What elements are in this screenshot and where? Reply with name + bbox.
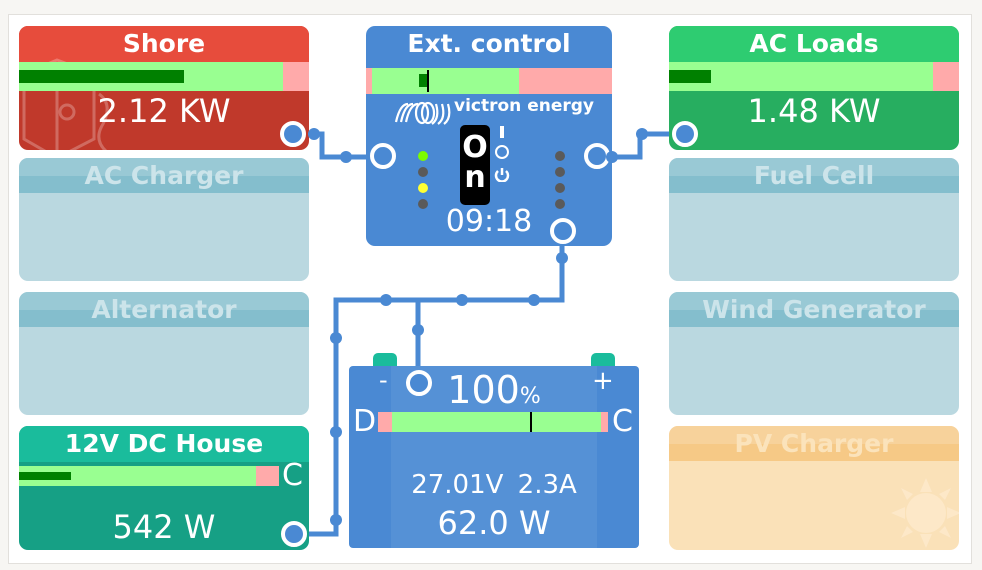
- alternator-title: Alternator: [91, 295, 237, 324]
- battery-connector: [406, 370, 432, 396]
- inverter-title: Ext. control: [407, 29, 571, 58]
- battery-plus-label: +: [592, 366, 614, 396]
- dc-house-charge-label: C: [282, 458, 303, 493]
- led-right-1: [555, 151, 565, 161]
- shore-tile[interactable]: Shore 2.12 KW: [19, 26, 309, 150]
- wire-dot: [528, 294, 540, 306]
- wire-dot: [636, 128, 648, 140]
- brand-label: victron energy: [454, 96, 594, 116]
- inverter-tile[interactable]: Ext. control victron energy O n 09:18: [366, 26, 612, 246]
- dc-house-connector: [281, 521, 307, 547]
- battery-current: 2.3A: [517, 470, 577, 500]
- battery-voltage: 27.01V: [411, 470, 504, 500]
- inverter-dc-connector: [550, 218, 576, 244]
- wire-dot: [330, 426, 342, 438]
- ac-loads-title: AC Loads: [749, 29, 879, 58]
- wire-dot: [330, 514, 342, 526]
- battery-soc-value: 100: [447, 368, 520, 412]
- shore-connector: [280, 121, 306, 147]
- led-right-4: [555, 199, 565, 209]
- ac-loads-tile[interactable]: AC Loads 1.48 KW: [669, 26, 959, 150]
- led-right-2: [555, 167, 565, 177]
- power-icon: [494, 168, 510, 182]
- led-right-3: [555, 183, 565, 193]
- battery-positive-terminal: [591, 353, 615, 367]
- wire-dot: [330, 332, 342, 344]
- battery-current-bar: [378, 412, 608, 432]
- shore-title: Shore: [122, 29, 206, 58]
- dc-house-bar-fill: [19, 472, 71, 480]
- ac-loads-connector: [672, 121, 698, 147]
- wind-generator-tile[interactable]: Wind Generator: [669, 292, 959, 415]
- switch-label-top: O: [462, 130, 488, 165]
- inverter-time: 09:18: [445, 204, 533, 239]
- battery-power: 62.0 W: [437, 504, 551, 542]
- ac-charger-tile[interactable]: AC Charger: [19, 158, 309, 281]
- on-off-switch[interactable]: O n: [460, 125, 490, 205]
- wire-dot: [308, 128, 320, 140]
- wire-dot: [556, 252, 568, 264]
- shore-power-value: 2.12 KW: [97, 92, 231, 130]
- shore-bar-fill: [19, 70, 185, 83]
- dc-house-power-value: 542 W: [112, 508, 216, 546]
- ac-charger-title: AC Charger: [84, 161, 244, 190]
- battery-minus-label: -: [379, 366, 388, 394]
- battery-soc-unit: %: [519, 384, 541, 409]
- victron-logo-icon: [394, 101, 451, 125]
- battery-readings: 27.01V 2.3A: [349, 470, 639, 500]
- wire-inverter-acloads: [596, 131, 686, 160]
- ac-loads-bar-fill: [669, 70, 711, 83]
- shore-power-bar: [19, 62, 309, 91]
- battery-negative-terminal: [373, 353, 397, 367]
- pv-charger-title: PV Charger: [734, 429, 894, 458]
- wind-generator-title: Wind Generator: [702, 295, 926, 324]
- fuel-cell-tile[interactable]: Fuel Cell: [669, 158, 959, 281]
- led-mains: [418, 151, 428, 161]
- wire-dot: [606, 151, 618, 163]
- ac-loads-power-value: 1.48 KW: [747, 92, 881, 130]
- led-inverter: [418, 199, 428, 209]
- wire-dot: [340, 151, 352, 163]
- led-absorption: [418, 167, 428, 177]
- switch-label-bottom: n: [464, 160, 486, 195]
- sun-icon: [891, 478, 959, 548]
- battery-discharge-label: D: [353, 404, 377, 439]
- battery-tile[interactable]: - + 100% D C 27.01V 2.3A 62.0 W: [349, 366, 639, 548]
- alternator-tile[interactable]: Alternator: [19, 292, 309, 415]
- wire-dot: [456, 294, 468, 306]
- inverter-ac-in-connector: [370, 143, 396, 169]
- dc-house-title: 12V DC House: [64, 429, 264, 458]
- dc-house-power-bar: [19, 466, 309, 486]
- pv-charger-tile[interactable]: PV Charger: [669, 426, 959, 550]
- battery-soc: 100%: [349, 368, 639, 412]
- fuel-cell-title: Fuel Cell: [753, 161, 875, 190]
- wire-inverter-battery-dchouse: [296, 232, 565, 537]
- dc-house-tile[interactable]: 12V DC House C 542 W: [19, 426, 309, 550]
- mode-on-icon: [500, 126, 504, 138]
- battery-bar-marker: [529, 412, 532, 432]
- mode-off-icon: [495, 145, 509, 159]
- wire-dot: [412, 324, 424, 336]
- battery-charge-label: C: [612, 404, 633, 439]
- wire-dot: [380, 294, 392, 306]
- ac-loads-power-bar: [669, 62, 959, 91]
- led-float: [418, 183, 428, 193]
- inverter-power-bar: [366, 68, 612, 94]
